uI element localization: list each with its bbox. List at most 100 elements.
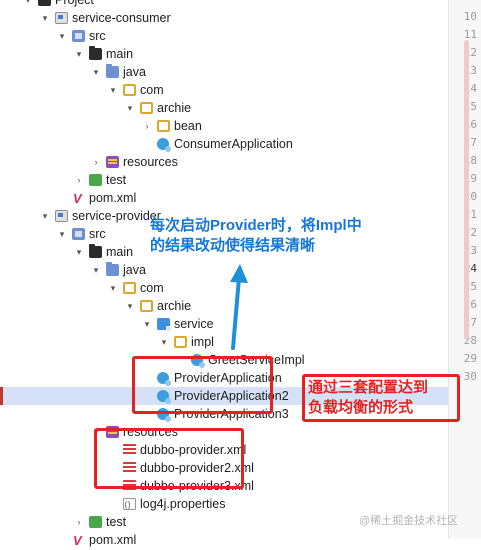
tree-item-label: archie <box>157 299 192 313</box>
chevron-down-icon[interactable]: ▾ <box>76 247 82 257</box>
tree-item-label: src <box>89 227 106 241</box>
tree-item-label: ProviderApplication3 <box>174 407 289 421</box>
tree-item-label: ProviderApplication <box>174 371 282 385</box>
tree-item-label: pom.xml <box>89 191 137 205</box>
tree-item[interactable]: ConsumerApplication <box>0 135 448 153</box>
spring-class-icon <box>157 372 171 386</box>
maven-icon <box>72 532 85 550</box>
tree-item-label: service-provider <box>72 209 161 223</box>
chevron-down-icon[interactable]: ▾ <box>110 283 116 293</box>
test-folder-icon <box>89 174 102 186</box>
tree-item[interactable]: ▾ main <box>0 45 448 63</box>
module-icon <box>55 210 68 222</box>
tree-item[interactable]: ▾ com <box>0 279 448 297</box>
chevron-down-icon[interactable]: ▾ <box>127 301 133 311</box>
tree-item-label: dubbo-provider.xml <box>140 443 247 457</box>
tree-item[interactable]: ▾ Project <box>0 0 448 9</box>
tree-item-label: src <box>89 29 106 43</box>
test-folder-icon <box>89 516 102 528</box>
chevron-down-icon[interactable]: ▾ <box>42 13 48 23</box>
package-icon <box>123 282 136 294</box>
chevron-down-icon[interactable]: ▾ <box>93 265 99 275</box>
tree-item-label: dubbo-provider2.xml <box>140 461 254 475</box>
tree-item-label: log4j.properties <box>140 497 226 511</box>
tree-item[interactable]: ›test <box>0 513 448 531</box>
chevron-right-icon[interactable]: › <box>77 175 81 185</box>
tree-item-label: resources <box>123 155 178 169</box>
tree-item-label: ProviderApplication2 <box>174 389 289 403</box>
tree-item[interactable]: ›bean <box>0 117 448 135</box>
tree-item[interactable]: pom.xml <box>0 189 448 208</box>
tree-item-label: com <box>140 281 164 295</box>
package-icon <box>123 84 136 96</box>
tree-item[interactable]: ▾ main <box>0 243 448 261</box>
folder-blue-icon <box>106 64 119 78</box>
tree-item[interactable]: pom.xml <box>0 531 448 550</box>
tree-item[interactable]: ▾ service-provider <box>0 207 448 225</box>
tree-item[interactable]: ▾java <box>0 261 448 279</box>
chevron-down-icon[interactable]: ▾ <box>76 49 82 59</box>
tree-item[interactable]: ProviderApplication2 <box>0 387 448 405</box>
resources-folder-icon <box>106 156 119 168</box>
package-icon <box>174 336 187 348</box>
tree-item[interactable]: ▾java <box>0 63 448 81</box>
chevron-down-icon[interactable]: ▾ <box>59 31 65 41</box>
chevron-down-icon[interactable]: ▾ <box>144 319 150 329</box>
tree-item[interactable]: ›test <box>0 171 448 189</box>
tree-item-label: com <box>140 83 164 97</box>
chevron-right-icon[interactable]: › <box>77 517 81 527</box>
provider-note-line2: 的结果改动使得结果清晰 <box>150 237 316 254</box>
tree-item[interactable]: ▾ com <box>0 81 448 99</box>
tree-item[interactable]: ▾ service <box>0 315 448 333</box>
chevron-down-icon[interactable]: ▾ <box>127 103 133 113</box>
tree-item[interactable]: ▾ src <box>0 27 448 45</box>
maven-icon <box>72 190 85 208</box>
line-number: 11 <box>463 28 477 41</box>
tree-item[interactable]: › resources <box>0 153 448 171</box>
tree-item[interactable]: ▾ service-consumer <box>0 9 448 27</box>
tree-item-label: main <box>106 47 134 61</box>
provider-apps-highlight-box <box>132 356 273 414</box>
config-note-line1: 通过三套配置达到 <box>308 379 429 396</box>
chevron-down-icon[interactable]: ▾ <box>42 211 48 221</box>
line-number: 29 <box>463 352 477 365</box>
properties-file-icon <box>123 496 136 514</box>
chevron-right-icon[interactable]: › <box>145 121 149 131</box>
chevron-down-icon[interactable]: ▾ <box>110 85 116 95</box>
tree-item[interactable]: ProviderApplication <box>0 369 448 387</box>
line-number: 10 <box>463 10 477 23</box>
spring-class-icon <box>157 390 171 404</box>
tree-item-label: service <box>174 317 214 331</box>
tree-item[interactable]: ▾ archie <box>0 297 448 315</box>
package-icon <box>140 102 153 114</box>
src-folder-icon <box>72 228 85 240</box>
chevron-down-icon[interactable]: ▾ <box>161 337 167 347</box>
config-note-line2: 负载均衡的形式 <box>308 399 414 416</box>
tree-item[interactable]: dubbo-provider2.xml <box>0 459 448 477</box>
tree-item-label: service-consumer <box>72 11 171 25</box>
config-files-highlight-box <box>94 428 244 489</box>
chevron-down-icon[interactable]: ▾ <box>25 0 31 5</box>
tree-item[interactable]: dubbo-provider.xml <box>0 441 448 459</box>
package-blue-icon <box>157 318 171 331</box>
tree-item-label: Project <box>55 0 94 7</box>
provider-note-line1: 每次启动Provider时，将Impl中 <box>150 217 362 234</box>
tree-item-label: main <box>106 245 134 259</box>
project-tree[interactable]: ▾Project▾service-consumer▾src▾main▾java▾… <box>0 0 448 550</box>
spring-class-icon <box>157 138 171 152</box>
config-note-box <box>302 374 460 422</box>
chevron-right-icon[interactable]: › <box>94 157 98 167</box>
tree-item-label: pom.xml <box>89 533 137 547</box>
tree-item-label: archie <box>157 101 192 115</box>
tree-item[interactable]: ▾ src <box>0 225 448 243</box>
tree-item[interactable]: ▾impl <box>0 333 448 351</box>
watermark: @稀土掘金技术社区 <box>359 515 459 527</box>
scrollbar-track[interactable] <box>464 40 469 340</box>
tree-item[interactable]: ▾ archie <box>0 99 448 117</box>
xml-file-icon <box>123 462 136 474</box>
folder-dark-icon <box>89 244 102 258</box>
tree-item-label: ConsumerApplication <box>174 137 293 151</box>
chevron-down-icon[interactable]: ▾ <box>59 229 65 239</box>
chevron-down-icon[interactable]: ▾ <box>93 67 99 77</box>
tree-item[interactable]: log4j.properties <box>0 495 448 514</box>
